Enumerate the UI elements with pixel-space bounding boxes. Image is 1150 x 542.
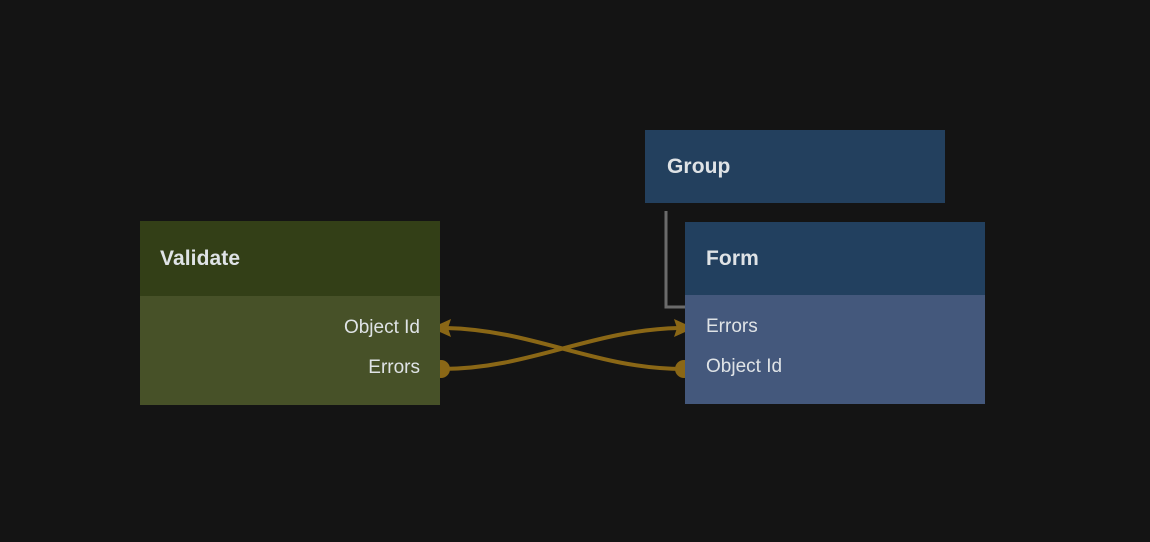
node-form[interactable]: Form Errors Object Id	[685, 222, 985, 404]
port-label-form-errors: Errors	[706, 315, 758, 337]
node-group-title: Group	[667, 154, 731, 178]
edge-errors	[439, 326, 681, 371]
port-row-form-errors[interactable]: Errors	[685, 306, 985, 346]
node-form-body: Errors Object Id	[685, 295, 985, 404]
node-validate-title: Validate	[160, 246, 241, 270]
node-form-title: Form	[706, 246, 759, 270]
port-label-validate-object-id: Object Id	[343, 316, 420, 338]
port-row-form-object-id[interactable]: Object Id	[685, 346, 985, 386]
node-validate-header[interactable]: Validate	[140, 221, 440, 296]
port-label-validate-errors: Errors	[368, 356, 420, 378]
port-label-form-object-id: Object Id	[706, 355, 783, 377]
port-row-validate-object-id[interactable]: Object Id	[140, 307, 440, 347]
node-validate-body: Object Id Errors	[140, 296, 440, 405]
port-row-validate-errors[interactable]: Errors	[140, 347, 440, 387]
node-form-header[interactable]: Form	[685, 222, 985, 295]
edge-object-id	[444, 326, 686, 371]
node-group[interactable]: Group	[645, 130, 945, 203]
node-group-header[interactable]: Group	[645, 130, 945, 203]
node-validate[interactable]: Validate Object Id Errors	[140, 221, 440, 405]
